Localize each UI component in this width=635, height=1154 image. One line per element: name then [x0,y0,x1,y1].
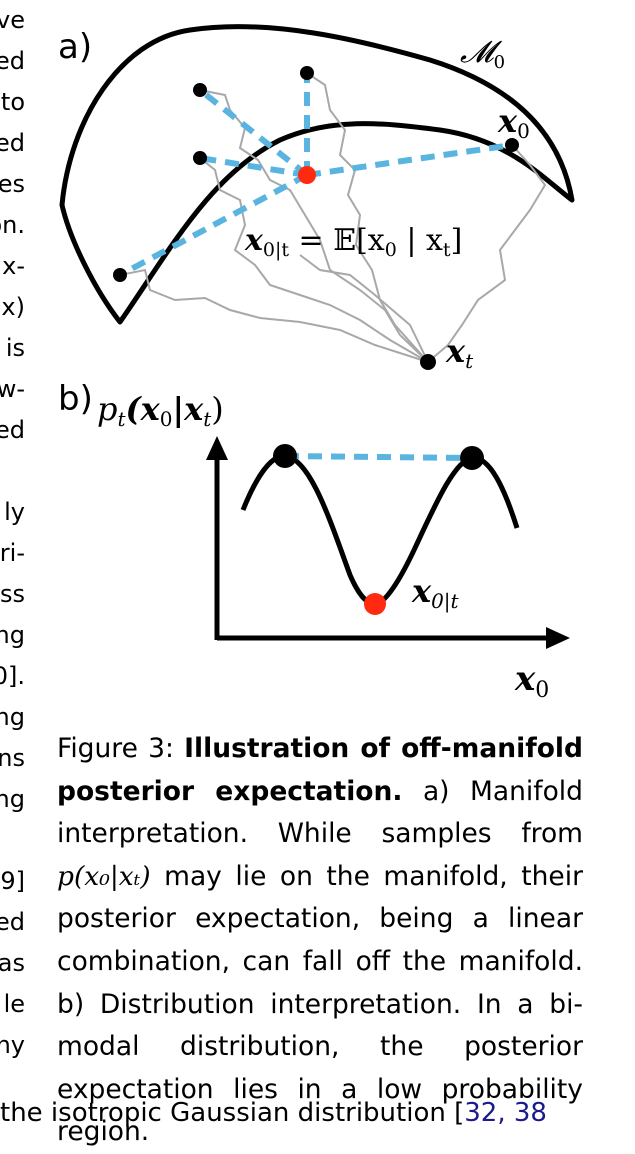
left-column-line: ed [0,416,25,444]
posterior-mean-low-point [364,593,386,615]
left-column-line: 9] [0,867,25,895]
sample-point [193,83,207,97]
caption-part-a2: may lie on the manifold, their posterior… [57,860,583,977]
left-column-text-fragments: ve ed to ed es on. ix-x) is w-ed ly ri-ss ng 0]. ng ns… [0,0,25,1066]
sample-point [505,138,519,152]
left-column-line: on. [0,211,25,239]
x0-label: x0 [497,102,530,143]
left-column-line: ng [0,621,25,649]
citation-link[interactable]: 32, 38 [464,1098,547,1128]
xt-label: xt [445,332,474,373]
left-column-line: ed [0,908,25,936]
left-column-line [0,820,25,861]
panel-b-point-label: x0|t [411,572,460,614]
left-column-line: x) [1,293,25,321]
left-column-line: ve [0,6,25,34]
expectation-dashed-lines [118,73,513,278]
sample-point [193,151,207,165]
panel-b-xlabel: x0 [514,659,549,703]
caption-part-b: b) Distribution interpretation. In a bi-… [57,988,583,1148]
left-column-line: ri- [0,539,25,567]
left-column-line: ng [0,703,25,731]
modes-dashed-line [284,453,473,461]
sample-point [300,66,314,80]
caption-prefix: Figure 3: [57,733,174,764]
left-column-line: es [0,170,25,198]
left-column-line: w- [0,375,25,403]
left-column-line: to [0,88,25,116]
bimodal-density-curve [240,453,520,607]
mode-left [273,444,297,468]
left-column-line: ix- [0,252,25,280]
left-column-line: ly [4,498,25,526]
left-column-line: is [5,334,25,362]
bottom-text-fragment: the isotropic Gaussian distribution [32,… [0,1098,547,1128]
manifold-samples [113,66,519,370]
left-column-line: le [3,990,25,1018]
caption-title: Illustration of off-manifold posterior e… [57,733,583,807]
mode-right [460,446,484,470]
left-column-line: ed [0,129,25,157]
left-column-line: ss [0,580,25,608]
left-column-line: ng [0,785,25,813]
manifold-label: 𝓜0 [460,35,505,73]
diffusion-paths [119,72,547,363]
figure-caption: Figure 3: Illustration of off-manifold p… [57,728,583,1154]
expectation-label: x0|t = 𝔼[x0 | xt] [244,223,462,261]
left-column-line: ns [0,744,25,772]
manifold-outline [59,24,575,325]
panel-b-axes [206,436,570,649]
left-column-line: as [0,949,25,977]
caption-part-a: a) Manifold interpretation. While sample… [57,775,583,850]
panel-b-label: b) [58,379,93,419]
figure-3: a) 𝓜0 x0 xt x0|t = 𝔼[x0 | xt] [58,24,575,703]
xt-point [420,354,436,370]
caption-math: p(x₀|xₜ) [57,860,151,892]
posterior-mean-point [298,166,316,184]
left-column-line: ny [0,1031,25,1059]
sample-point [113,268,127,282]
panel-a-label: a) [58,27,92,67]
left-column-line: ed [0,47,25,75]
left-column-line: 0]. [0,662,25,690]
panel-b-ylabel: pt(x0|xt) [97,390,224,431]
